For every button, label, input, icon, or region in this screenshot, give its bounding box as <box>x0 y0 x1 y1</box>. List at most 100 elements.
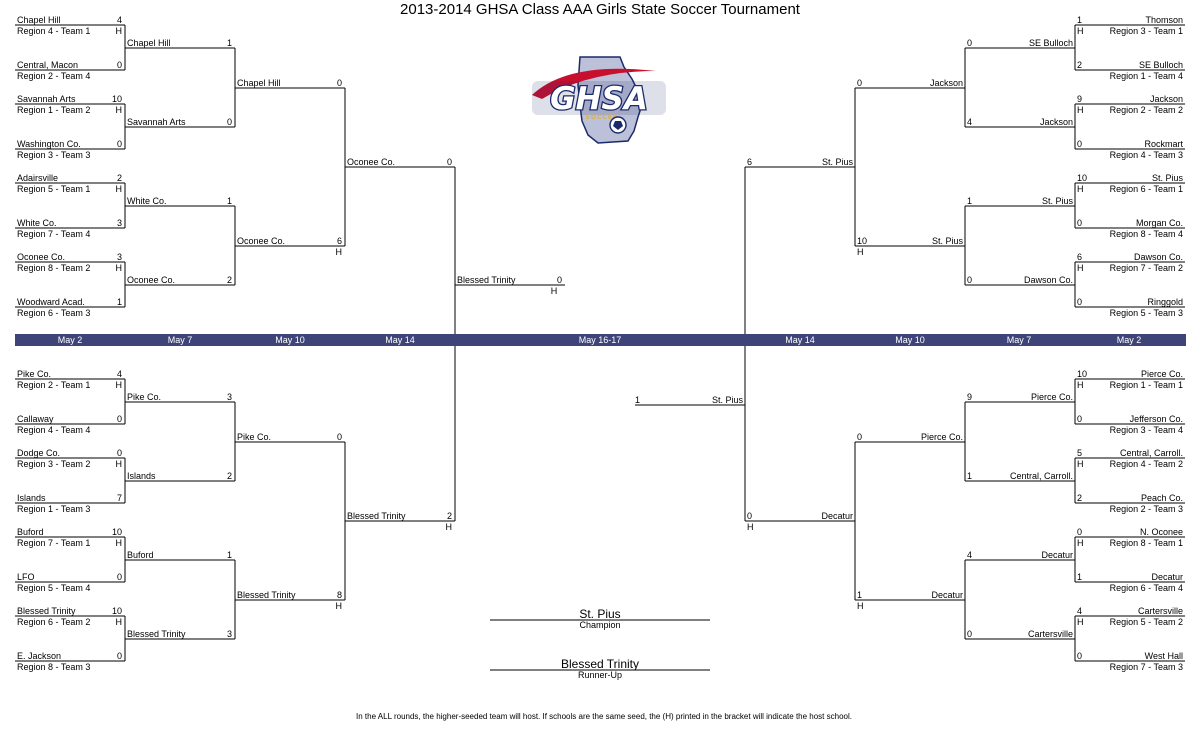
team-score: 0 <box>116 60 122 70</box>
team-name: Ringgold <box>1147 297 1183 307</box>
team-score: 3 <box>116 218 122 228</box>
team-name: Dawson Co. <box>1133 252 1183 262</box>
host-marker: H <box>1077 184 1084 194</box>
team-score: 4 <box>116 369 122 379</box>
team-score: 0 <box>747 511 753 521</box>
team-score: 0 <box>1077 297 1083 307</box>
final-right-score: 1 <box>635 395 641 405</box>
host-marker: H <box>335 247 343 257</box>
team-seed: Region 4 - Team 4 <box>17 425 91 435</box>
team-score: 4 <box>116 15 122 25</box>
team-score: 2 <box>116 173 122 183</box>
team-name: Oconee Co. <box>237 236 286 246</box>
team-seed: Region 4 - Team 2 <box>1109 459 1183 469</box>
team-name: West Hall <box>1144 651 1183 661</box>
team-name: Blessed Trinity <box>17 606 76 616</box>
team-score: 3 <box>226 629 232 639</box>
team-seed: Region 6 - Team 1 <box>1109 184 1183 194</box>
runner-up-label: Runner-Up <box>577 670 623 680</box>
team-seed: Region 3 - Team 3 <box>17 150 91 160</box>
team-seed: Region 7 - Team 1 <box>17 538 91 548</box>
team-seed: Region 1 - Team 3 <box>17 504 91 514</box>
team-seed: Region 8 - Team 2 <box>17 263 91 273</box>
team-seed: Region 5 - Team 3 <box>1109 308 1183 318</box>
team-name: Washington Co. <box>17 139 81 149</box>
runner-up-name: Blessed Trinity <box>560 657 640 671</box>
team-seed: Region 3 - Team 4 <box>1109 425 1183 435</box>
host-marker: H <box>1077 459 1084 469</box>
team-score: 0 <box>226 117 232 127</box>
team-seed: Region 1 - Team 2 <box>17 105 91 115</box>
team-score: 0 <box>1077 651 1083 661</box>
host-marker: H <box>335 601 343 611</box>
team-score: 1 <box>967 471 973 481</box>
team-name: Peach Co. <box>1140 493 1183 503</box>
team-seed: Region 2 - Team 1 <box>17 380 91 390</box>
team-name: Jefferson Co. <box>1129 414 1183 424</box>
team-score: 0 <box>1077 218 1083 228</box>
team-score: 1 <box>857 590 863 600</box>
team-seed: Region 1 - Team 1 <box>1109 380 1183 390</box>
team-name: SE Bulloch <box>1138 60 1183 70</box>
team-name: St. Pius <box>1151 173 1183 183</box>
team-score: 6 <box>336 236 342 246</box>
ghsa-soccer-logo: GHSA SOCCER <box>532 56 666 144</box>
host-marker: H <box>747 522 754 532</box>
team-seed: Region 4 - Team 1 <box>17 26 91 36</box>
host-marker: H <box>115 538 123 548</box>
team-name: Rockmart <box>1144 139 1183 149</box>
host-marker: H <box>857 247 864 257</box>
team-score: 2 <box>446 511 452 521</box>
team-name: Central, Macon <box>17 60 79 70</box>
team-score: 4 <box>967 117 973 127</box>
team-score: 1 <box>226 38 232 48</box>
team-name: Savannah Arts <box>127 117 186 127</box>
team-name: Pierce Co. <box>1140 369 1183 379</box>
team-score: 1 <box>226 196 232 206</box>
team-score: 10 <box>111 94 122 104</box>
team-name: Jackson <box>929 78 963 88</box>
team-name: LFO <box>17 572 35 582</box>
team-score: 8 <box>336 590 342 600</box>
round-date: May 2 <box>57 335 83 345</box>
team-seed: Region 1 - Team 4 <box>1109 71 1183 81</box>
final-right-team: St. Pius <box>711 395 743 405</box>
team-score: 10 <box>1077 173 1088 183</box>
team-score: 0 <box>446 157 452 167</box>
team-seed: Region 6 - Team 3 <box>17 308 91 318</box>
team-score: 6 <box>1077 252 1083 262</box>
team-seed: Region 8 - Team 1 <box>1109 538 1183 548</box>
team-score: 10 <box>1077 369 1088 379</box>
round-date: May 16-17 <box>578 335 622 345</box>
team-score: 0 <box>1077 527 1083 537</box>
team-name: Dodge Co. <box>17 448 61 458</box>
team-name: Decatur <box>1151 572 1183 582</box>
round-date: May 10 <box>275 335 305 345</box>
team-score: 0 <box>116 448 122 458</box>
team-score: 0 <box>336 78 342 88</box>
team-seed: Region 2 - Team 2 <box>1109 105 1183 115</box>
team-score: 2 <box>1077 60 1083 70</box>
team-name: Morgan Co. <box>1135 218 1183 228</box>
team-seed: Region 3 - Team 1 <box>1109 26 1183 36</box>
team-name: St. Pius <box>1041 196 1073 206</box>
team-seed: Region 5 - Team 2 <box>1109 617 1183 627</box>
team-name: Adairsville <box>17 173 59 183</box>
host-marker: H <box>115 617 123 627</box>
team-seed: Region 7 - Team 2 <box>1109 263 1183 273</box>
team-score: 0 <box>1077 414 1083 424</box>
team-name: Chapel Hill <box>127 38 171 48</box>
team-name: Pike Co. <box>17 369 52 379</box>
team-name: Islands <box>127 471 156 481</box>
team-score: 2 <box>226 275 232 285</box>
team-score: 4 <box>1077 606 1083 616</box>
team-name: Jackson <box>1149 94 1183 104</box>
team-name: Blessed Trinity <box>127 629 186 639</box>
team-name: N. Oconee <box>1139 527 1183 537</box>
team-score: 4 <box>967 550 973 560</box>
round-date: May 7 <box>167 335 193 345</box>
team-name: Cartersville <box>1137 606 1183 616</box>
team-name: Islands <box>17 493 46 503</box>
team-name: Dawson Co. <box>1023 275 1073 285</box>
team-score: 0 <box>857 432 863 442</box>
